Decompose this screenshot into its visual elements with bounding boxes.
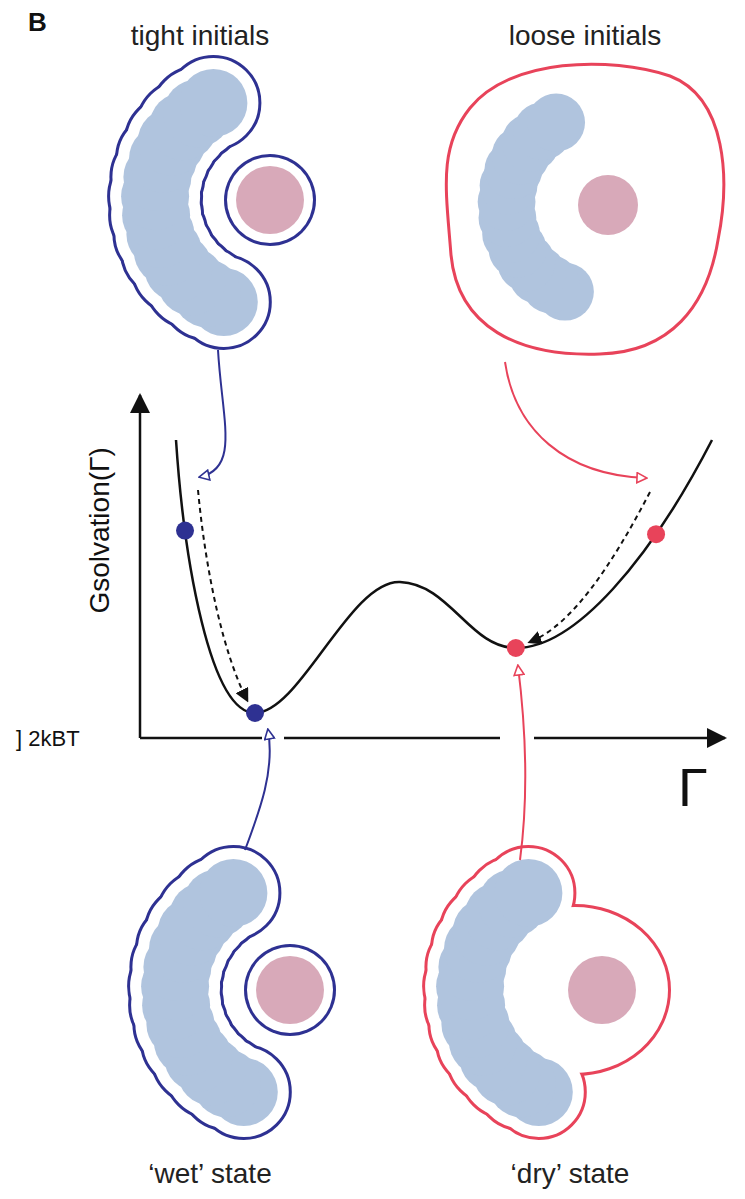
axis-label: Gsolvation(Γ) — [85, 447, 116, 613]
state-heading: ‘dry’ state — [511, 1158, 630, 1190]
loose-shell — [446, 64, 723, 354]
illustration-panel: ‘wet’ state — [60, 850, 360, 1190]
map-arrow — [200, 350, 226, 477]
ligand — [578, 175, 638, 235]
map-arrow — [505, 362, 646, 478]
relax-arrow — [530, 492, 650, 642]
panel-letter: B — [28, 8, 47, 37]
illustration-panel: ‘dry’ state — [420, 850, 720, 1190]
tight-complex — [121, 69, 316, 336]
illustration-panel: tight initials — [55, 20, 345, 350]
map-arrow — [518, 666, 525, 860]
relax-arrow — [198, 490, 247, 700]
x-axis — [284, 737, 500, 740]
illustration-panel: loose initials — [440, 20, 730, 360]
state-dot — [176, 522, 194, 540]
x-axis — [534, 737, 725, 740]
loose-complex — [478, 94, 594, 321]
dry-complex — [436, 859, 657, 1126]
state-dot — [647, 525, 665, 543]
state-heading: loose initials — [509, 20, 662, 52]
state-heading: tight initials — [131, 20, 270, 52]
y-axis — [139, 395, 142, 738]
wet-complex — [141, 859, 336, 1126]
x-axis — [140, 737, 262, 740]
state-dot — [246, 704, 264, 722]
axis-label: Γ — [678, 758, 708, 817]
state-heading: ‘wet’ state — [148, 1158, 271, 1190]
map-arrow — [245, 730, 270, 850]
state-dot — [507, 639, 525, 657]
energy-curve — [176, 440, 712, 713]
scale-bar: ] 2kBT — [16, 727, 80, 751]
